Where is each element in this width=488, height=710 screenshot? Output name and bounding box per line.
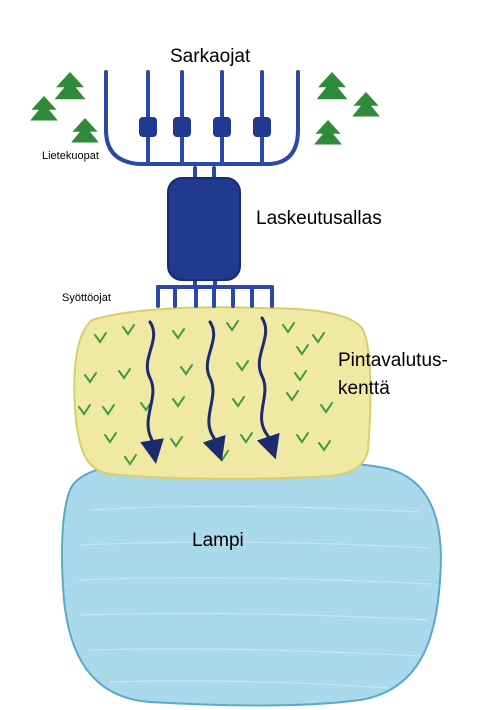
label-lampi: Lampi bbox=[192, 530, 244, 551]
sludge-pits bbox=[139, 117, 271, 137]
label-pintavalutus-line2: kenttä bbox=[338, 378, 390, 399]
grass-tuft-icon bbox=[236, 360, 249, 372]
pond-texture bbox=[77, 505, 433, 689]
grass-tuft-icon bbox=[104, 432, 117, 444]
grass-tuft-icon bbox=[122, 324, 135, 336]
pine-tree-icon bbox=[30, 96, 58, 121]
pine-trees bbox=[30, 72, 380, 145]
grass-tuft-icon bbox=[172, 396, 185, 408]
grass-tuft-icon bbox=[296, 432, 309, 444]
label-laskeutusallas: Laskeutusallas bbox=[256, 208, 382, 229]
grass-tuft-icon bbox=[84, 372, 97, 384]
grass-tuft-icon bbox=[286, 390, 299, 402]
feed-ditches bbox=[156, 276, 274, 308]
pine-tree-icon bbox=[54, 72, 86, 100]
label-sarkaojat: Sarkaojat bbox=[170, 46, 251, 67]
grass-tuft-icon bbox=[282, 322, 295, 334]
grass-tuft-icon bbox=[118, 368, 131, 380]
label-pintavalutus-line1: Pintavalutus- bbox=[338, 350, 448, 371]
label-lietekuopat: Lietekuopat bbox=[42, 150, 99, 162]
label-syottoojat: Syöttöojat bbox=[62, 292, 111, 304]
grass-tuft-icon bbox=[312, 332, 325, 344]
pine-tree-icon bbox=[71, 118, 99, 143]
grass-tuft-icon bbox=[78, 404, 91, 416]
overland-flow-field bbox=[73, 306, 372, 480]
grass-tuft-icon bbox=[102, 404, 115, 416]
grass-tuft-icon bbox=[232, 396, 245, 408]
flow-arrows bbox=[140, 316, 280, 464]
grass-tuft-icon bbox=[294, 370, 307, 382]
grass-tuft-icon bbox=[180, 364, 193, 376]
grass-tuft-icon bbox=[318, 440, 331, 452]
grass-tuft-icon bbox=[226, 320, 239, 332]
grass-tuft-icon bbox=[94, 332, 107, 344]
pine-tree-icon bbox=[316, 72, 348, 100]
grass-tuft-icon bbox=[240, 432, 253, 444]
grass-tuft-icon bbox=[124, 454, 137, 466]
grass-tuft-icon bbox=[320, 402, 333, 414]
grass-tuft-icon bbox=[170, 436, 183, 448]
pine-tree-icon bbox=[314, 120, 342, 145]
grass-tufts bbox=[78, 320, 333, 466]
pine-tree-icon bbox=[352, 92, 380, 117]
grass-tuft-icon bbox=[296, 344, 309, 356]
grass-tuft-icon bbox=[172, 328, 185, 340]
sedimentation-basin bbox=[167, 166, 241, 281]
